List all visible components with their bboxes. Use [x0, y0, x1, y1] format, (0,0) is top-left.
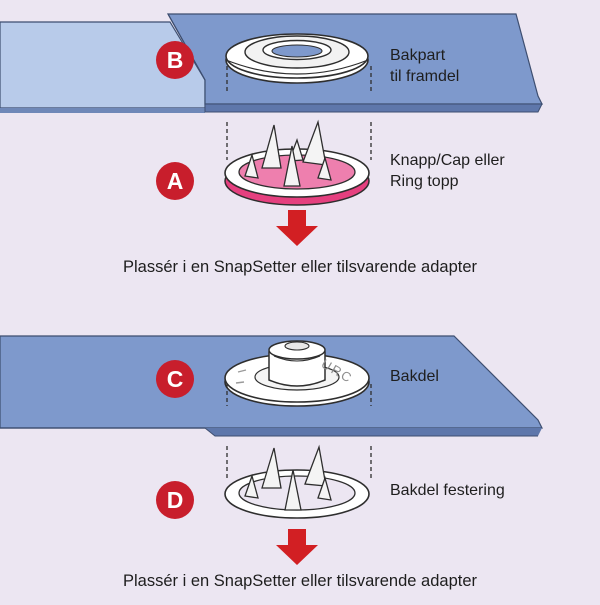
label-d: Bakdel festering: [390, 482, 505, 499]
down-arrow-icon: [276, 529, 318, 565]
badge-d: D: [156, 481, 194, 519]
guide-lines-b: [226, 66, 372, 160]
instruction-1: Plassér i en SnapSetter eller tilsvarend…: [122, 258, 478, 276]
guide-lines-d: [226, 384, 372, 478]
prong-ring-pink-icon: [224, 119, 370, 206]
label-a-line1: Knapp/Cap eller: [390, 152, 505, 169]
label-b-line2: til framdel: [390, 68, 460, 85]
down-arrow-icon: [276, 210, 318, 246]
badge-d-letter: D: [167, 487, 184, 513]
instruction-2: Plassér i en SnapSetter eller tilsvarend…: [122, 572, 478, 590]
badge-a: A: [156, 162, 194, 200]
badge-c: C: [156, 360, 194, 398]
badge-a-letter: A: [167, 168, 184, 194]
label-c: Bakdel: [390, 368, 439, 385]
badge-c-letter: C: [167, 366, 184, 392]
stud-icon: [224, 340, 370, 407]
socket-ring-icon: [225, 33, 369, 84]
badge-b-letter: B: [167, 47, 184, 73]
badge-b: B: [156, 41, 194, 79]
label-a-line2: Ring topp: [390, 173, 459, 190]
label-b-line1: Bakpart: [390, 47, 446, 64]
prong-ring-white-icon: [224, 444, 370, 519]
